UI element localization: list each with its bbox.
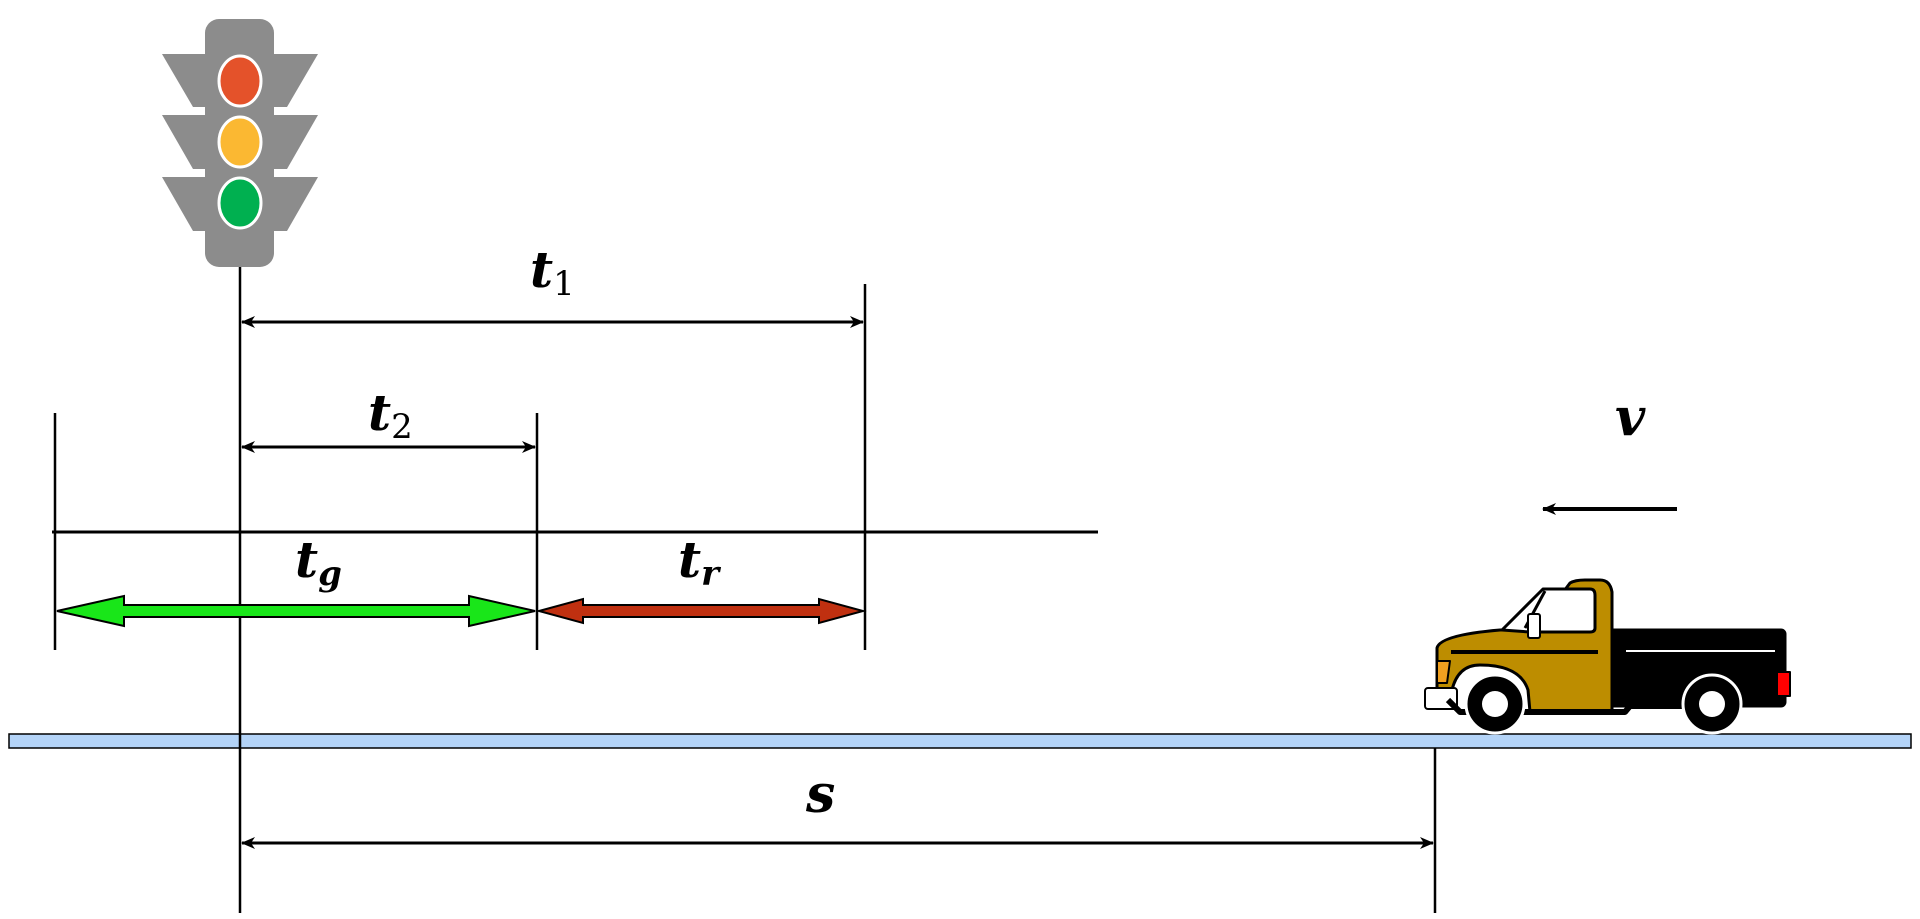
t2-sub: 2: [391, 407, 413, 447]
t1-label: t1: [530, 240, 575, 304]
velocity-label: v: [1615, 387, 1646, 448]
green-lamp: [217, 176, 263, 230]
front-wheel: [1464, 673, 1526, 735]
t1-main: t: [530, 240, 553, 299]
tg-sub: g: [318, 554, 342, 594]
truck-window: [1500, 587, 1597, 634]
rear-wheel: [1681, 673, 1743, 735]
yellow-lamp: [217, 115, 263, 169]
s-label: s: [805, 764, 835, 825]
pickup-truck-icon: [1424, 578, 1791, 735]
t2-main: t: [368, 383, 391, 442]
tr-label: tr: [678, 530, 721, 594]
t1-sub: 1: [553, 264, 575, 304]
truck-mirror: [1527, 613, 1541, 639]
t2-label: t2: [368, 383, 413, 447]
tr-sub: r: [701, 554, 721, 594]
tr-red-arrow: [535, 597, 867, 625]
taillight: [1776, 671, 1791, 697]
red-lamp: [217, 54, 263, 108]
tr-main: t: [678, 530, 701, 589]
headlight: [1436, 660, 1451, 684]
tg-green-arrow: [56, 594, 536, 628]
tg-label: tg: [295, 530, 342, 594]
traffic-light-icon: [162, 19, 318, 267]
tg-main: t: [295, 530, 318, 589]
road: [8, 733, 1912, 749]
